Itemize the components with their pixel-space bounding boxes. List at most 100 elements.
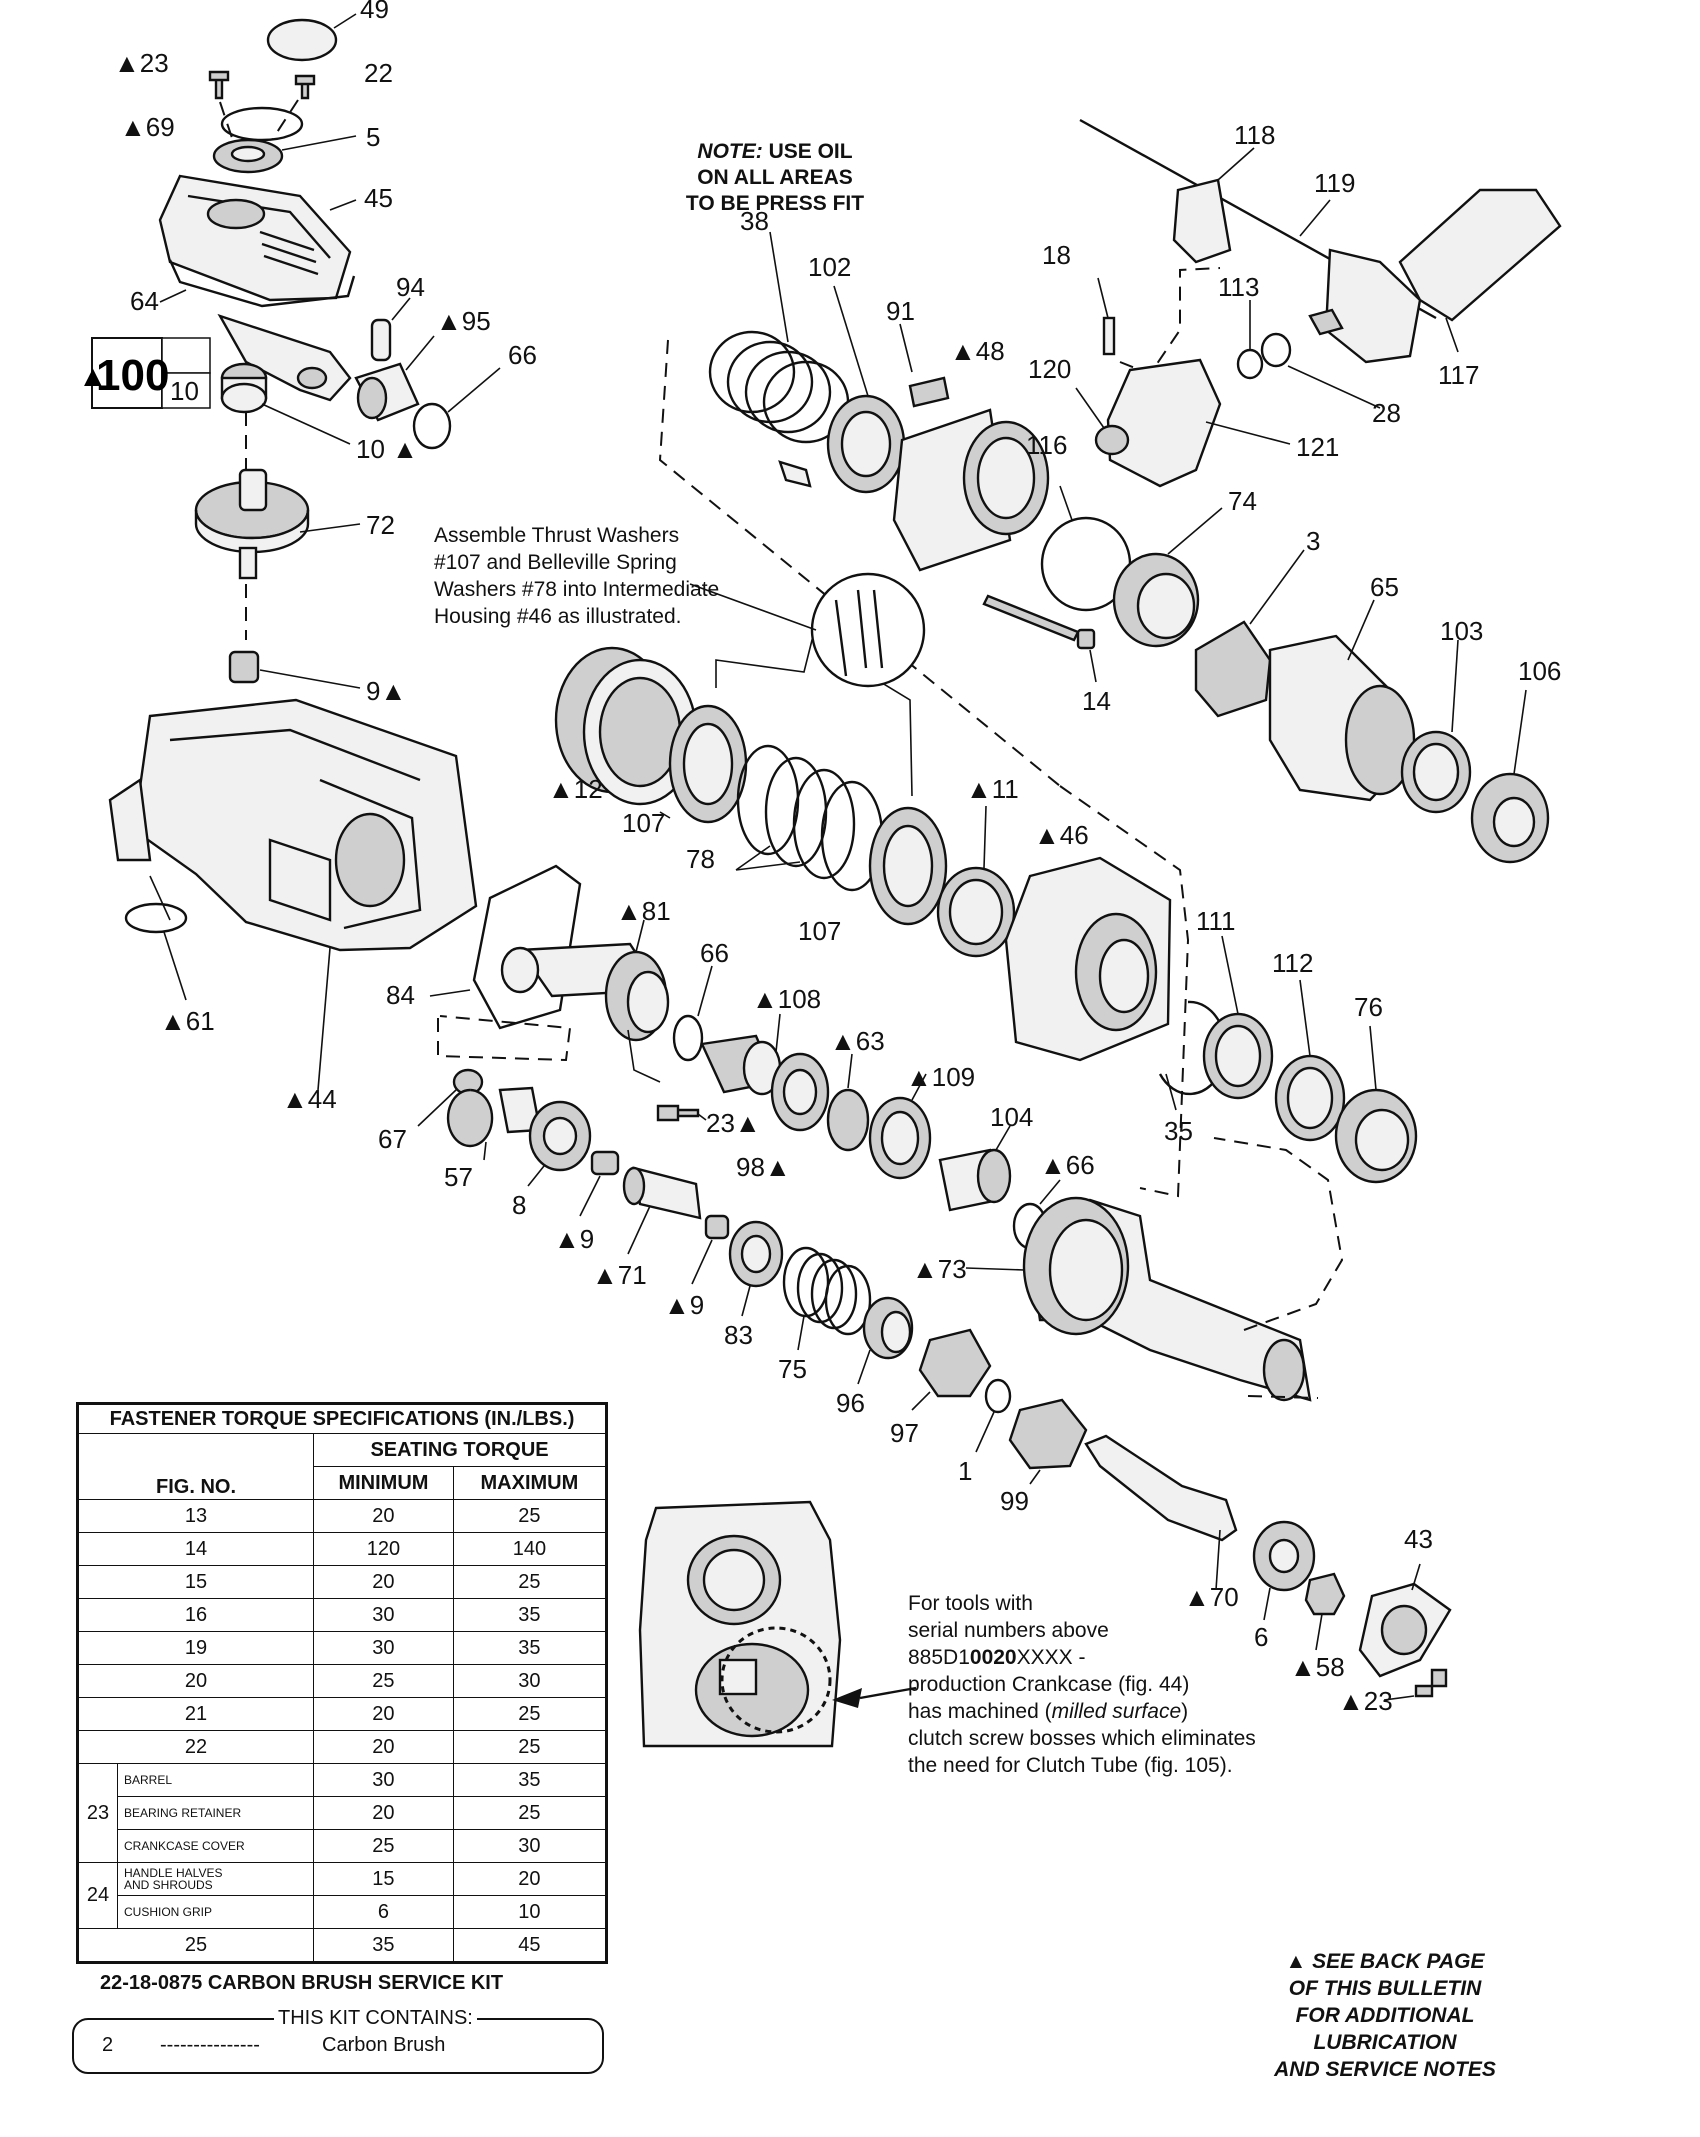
serial-note-line1: For tools with	[908, 1592, 1033, 1615]
label-23d: ▲23	[1338, 1686, 1393, 1716]
max-cell: 25	[452, 1499, 608, 1533]
label-91: 91	[886, 296, 915, 326]
label-83: 83	[724, 1320, 753, 1350]
label-14: 14	[1082, 686, 1111, 716]
part-91-key	[908, 376, 950, 408]
label-70: ▲70	[1184, 1582, 1239, 1612]
label-43: 43	[1404, 1524, 1433, 1554]
sub-cell: CUSHION GRIP	[116, 1895, 315, 1929]
back-page-note: ▲ SEE BACK PAGE OF THIS BULLETIN FOR ADD…	[1240, 1948, 1530, 2083]
part-100-box	[91, 337, 163, 409]
label-73: ▲73	[912, 1254, 967, 1284]
label-75: 75	[778, 1354, 807, 1384]
part-61-o-ring	[124, 902, 188, 934]
handle-assembly	[1075, 118, 1562, 488]
label-84: 84	[386, 980, 415, 1010]
torque-table-title: FASTENER TORQUE SPECIFICATIONS (IN./LBS.…	[77, 1403, 607, 1434]
table-row: CRANKCASE COVER 25 30	[78, 1829, 608, 1863]
label-11: ▲11	[966, 774, 1019, 804]
serial-note-line3c: XXXX -	[1017, 1646, 1086, 1669]
part-69-retaining-ring	[220, 106, 304, 142]
min-cell: 6	[313, 1895, 454, 1929]
serial-note-line5b: )	[1181, 1700, 1188, 1723]
back-note-line1: ▲ SEE BACK PAGE	[1285, 1950, 1485, 1973]
label-116: 116	[1026, 430, 1067, 460]
label-67: 67	[378, 1124, 407, 1154]
torque-col-fig: FIG. NO.	[76, 1433, 315, 1500]
label-72: 72	[366, 510, 395, 540]
label-46: ▲46	[1034, 820, 1089, 850]
torque-seating-header: SEATING TORQUE	[313, 1433, 607, 1467]
oil-note-line1: USE OIL	[763, 140, 853, 163]
sub-cell: BARREL	[116, 1763, 315, 1797]
label-23: ▲23	[114, 48, 169, 78]
min-cell: 30	[313, 1763, 454, 1797]
min-cell: 20	[313, 1730, 454, 1764]
clutch-assembly	[417, 919, 1452, 1701]
label-99: 99	[1000, 1486, 1029, 1516]
part-57-gear	[446, 1088, 494, 1148]
part-63-gear	[826, 1088, 870, 1152]
label-104: 104	[990, 1102, 1033, 1132]
oil-note-em: NOTE:	[697, 140, 762, 163]
part-1-washer	[984, 1378, 1012, 1414]
top-left-assembly	[91, 13, 582, 1091]
label-9c: ▲9	[664, 1290, 704, 1320]
label-117: 117	[1438, 360, 1479, 390]
serial-note-line3b: 0020	[970, 1646, 1017, 1669]
thrust-note-line2: #107 and Belleville Spring	[434, 551, 677, 574]
min-cell: 30	[313, 1598, 454, 1632]
barrel-assembly	[554, 231, 1550, 1198]
serial-note-line5em: milled surface	[1052, 1700, 1182, 1723]
min-cell: 25	[313, 1664, 454, 1698]
label-57: 57	[444, 1162, 473, 1192]
label-35: 35	[1164, 1116, 1193, 1146]
label-6: 6	[1254, 1622, 1268, 1652]
back-note-line2: OF THIS BULLETIN	[1288, 1977, 1482, 2000]
table-row: CUSHION GRIP 6 10	[78, 1895, 608, 1929]
thrust-note-line4: Housing #46 as illustrated.	[434, 605, 681, 628]
label-45: 45	[364, 183, 393, 213]
min-cell: 20	[313, 1565, 454, 1599]
label-112: 112	[1272, 948, 1313, 978]
label-18: 18	[1042, 240, 1071, 270]
part-84-gasket	[472, 864, 582, 1030]
label-98: 98▲	[736, 1152, 791, 1182]
label-66c: ▲66	[1040, 1150, 1095, 1180]
fig-cell: 23	[77, 1763, 118, 1863]
label-66b: 66	[700, 938, 729, 968]
label-74: 74	[1228, 486, 1257, 516]
max-cell: 20	[452, 1862, 608, 1896]
label-107a: 107	[622, 808, 665, 838]
label-119: 119	[1314, 168, 1355, 198]
part-117-side-handle	[1398, 188, 1562, 322]
svg-text:has machined (milled surface): has machined (milled surface)	[908, 1700, 1188, 1723]
max-cell: 25	[452, 1796, 608, 1830]
label-97: 97	[890, 1418, 919, 1448]
min-cell: 25	[313, 1829, 454, 1863]
thrust-note-line1: Assemble Thrust Washers	[434, 524, 679, 547]
min-cell: 20	[313, 1796, 454, 1830]
serial-note-line5a: has machined (	[908, 1700, 1052, 1723]
part-23-screw	[208, 70, 230, 100]
serial-note-line4: production Crankcase (fig. 44)	[908, 1673, 1189, 1696]
max-cell: 45	[452, 1928, 608, 1963]
sub-cell: BEARING RETAINER	[116, 1796, 315, 1830]
label-1: 1	[958, 1456, 972, 1486]
thrust-note-line3: Washers #78 into Intermediate	[434, 578, 719, 601]
max-cell: 35	[452, 1763, 608, 1797]
part-23-screw-b	[656, 1104, 700, 1122]
part-120-screw	[1094, 424, 1130, 456]
kit-box: THIS KIT CONTAINS: 2 --------------- Car…	[72, 2007, 604, 2074]
label-102: 102	[808, 252, 851, 282]
part-58-gear	[1304, 1572, 1346, 1616]
part-28-ring	[1260, 332, 1292, 368]
max-cell: 25	[452, 1697, 608, 1731]
part-99-clutch	[1008, 1398, 1088, 1470]
